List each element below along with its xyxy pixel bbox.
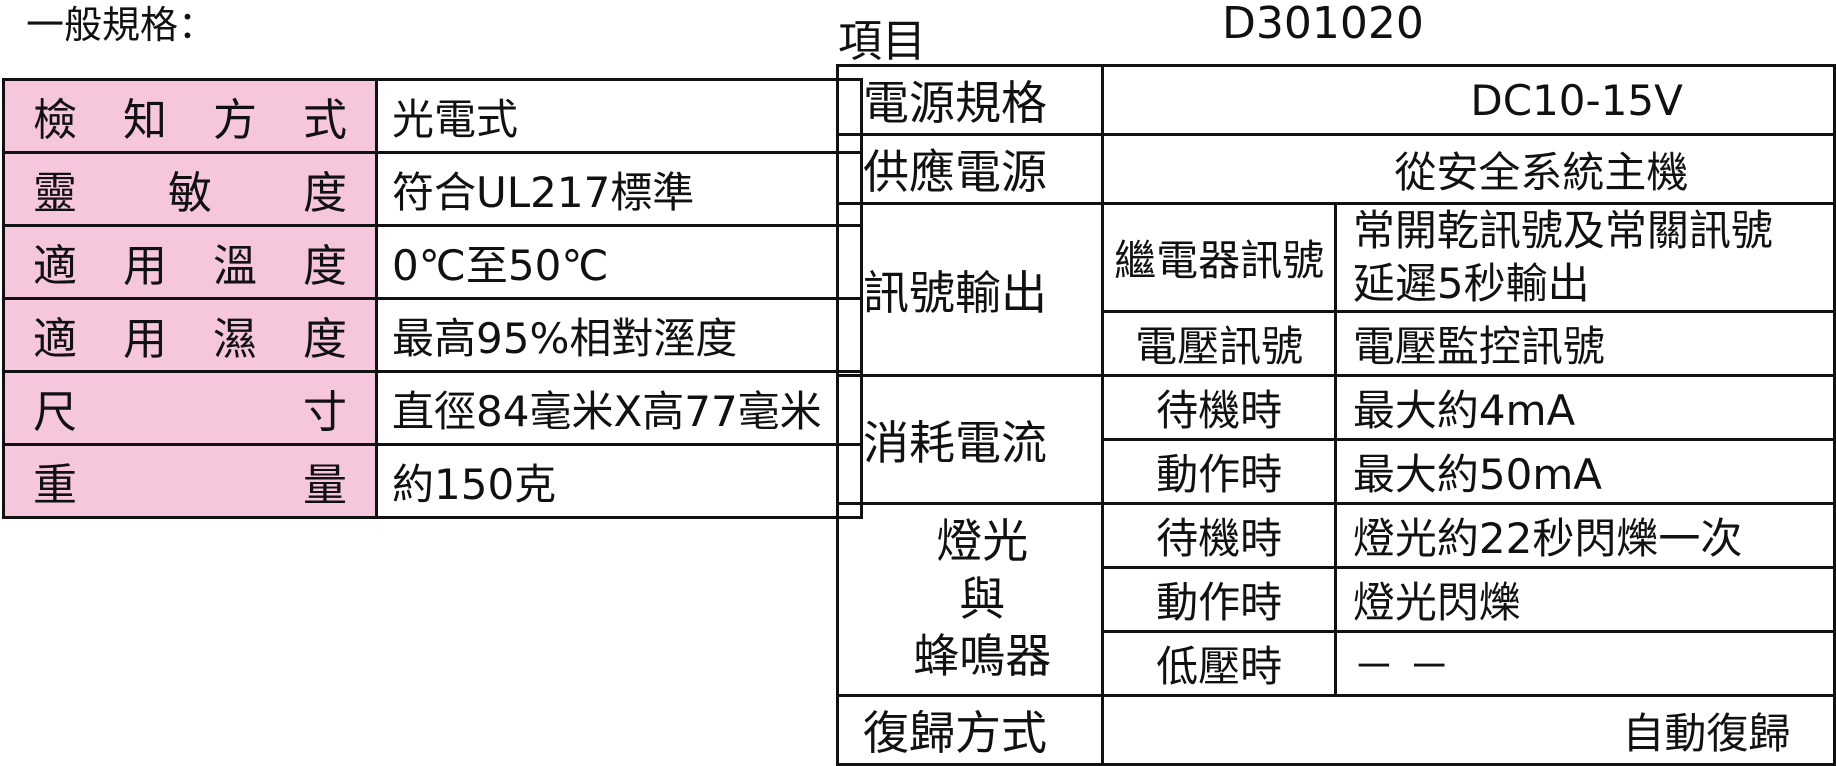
relay-value-line-1: 常開乾訊號及常關訊號 bbox=[1352, 206, 1773, 256]
active-current-value: 最大約50mA bbox=[1333, 438, 1836, 505]
general-spec-label-char: 靈 bbox=[33, 168, 77, 219]
general-spec-label-char: 濕 bbox=[213, 314, 257, 365]
general-spec-label-chars: 適用溫度 bbox=[33, 230, 347, 294]
active-label: 動作時 bbox=[1101, 438, 1337, 505]
general-spec-label: 尺寸 bbox=[2, 370, 378, 446]
standby-current-row: 消耗電流 待機時 最大約4mA bbox=[835, 374, 1836, 505]
general-spec-label-char: 度 bbox=[303, 314, 347, 365]
light-active-row: 動作時 燈光閃爍 bbox=[838, 566, 1836, 633]
relay-signal-value: 常開乾訊號及常關訊號 延遲5秒輸出 bbox=[1333, 202, 1836, 313]
low-voltage-value: － － bbox=[1333, 630, 1836, 697]
general-spec-value: 光電式 bbox=[375, 78, 863, 154]
light-standby-row: 燈光 與 蜂鳴器 待機時 燈光約22秒閃爍一次 bbox=[835, 502, 1836, 697]
general-spec-label-char: 適 bbox=[33, 314, 77, 365]
general-spec-label: 靈敏度 bbox=[2, 151, 378, 227]
model-number: D301020 bbox=[1222, 0, 1424, 49]
light-active-value: 燈光閃爍 bbox=[1333, 566, 1836, 633]
general-spec-label-char: 度 bbox=[303, 241, 347, 292]
relay-value-line-2: 延遲5秒輸出 bbox=[1352, 258, 1590, 308]
general-spec-row: 重量約150克 bbox=[2, 443, 863, 519]
voltage-row: 電壓訊號 電壓監控訊號 bbox=[838, 310, 1836, 377]
light-label-line-2: 與 bbox=[959, 571, 1006, 626]
item-header: 項目 bbox=[838, 16, 926, 67]
general-spec-label-char: 用 bbox=[123, 314, 167, 365]
general-spec-label-char: 適 bbox=[33, 241, 77, 292]
general-spec-label: 適用溫度 bbox=[2, 224, 378, 300]
general-spec-label-chars: 尺寸 bbox=[33, 376, 347, 440]
general-spec-value: 0℃至50℃ bbox=[375, 224, 863, 300]
low-voltage-row: 低壓時 － － bbox=[838, 630, 1836, 697]
general-spec-label-char: 敏 bbox=[168, 168, 212, 219]
general-spec-row: 檢知方式光電式 bbox=[2, 78, 863, 154]
supply-row: 供應電源 從安全系統主機 bbox=[835, 133, 1836, 205]
power-value: DC10-15V bbox=[1101, 64, 1836, 136]
light-buzzer-label: 燈光 與 蜂鳴器 bbox=[835, 502, 1105, 697]
general-spec-value: 符合UL217標準 bbox=[375, 151, 863, 227]
standby-label: 待機時 bbox=[1101, 374, 1337, 441]
general-spec-label-char: 量 bbox=[303, 460, 347, 511]
general-spec-label-char: 方 bbox=[213, 95, 257, 146]
general-spec-label-char: 度 bbox=[303, 168, 347, 219]
low-voltage-label: 低壓時 bbox=[1101, 630, 1337, 697]
general-spec-label: 重量 bbox=[2, 443, 378, 519]
general-spec-label-char: 重 bbox=[33, 460, 77, 511]
light-standby-label: 待機時 bbox=[1101, 502, 1337, 569]
general-spec-label-chars: 檢知方式 bbox=[33, 84, 347, 148]
standby-current-value: 最大約4mA bbox=[1333, 374, 1836, 441]
reset-row: 復歸方式 自動復歸 bbox=[835, 694, 1836, 766]
general-spec-label-chars: 重量 bbox=[33, 449, 347, 513]
detail-spec-table: 電源規格 DC10-15V 供應電源 從安全系統主機 訊號輸出 繼電器訊號 常開… bbox=[835, 64, 1836, 766]
general-spec-label-chars: 適用濕度 bbox=[33, 303, 347, 367]
reset-label: 復歸方式 bbox=[835, 694, 1105, 766]
general-spec-value: 最高95%相對溼度 bbox=[375, 297, 863, 373]
general-spec-label-char: 知 bbox=[123, 95, 167, 146]
power-row: 電源規格 DC10-15V bbox=[835, 64, 1836, 136]
reset-value: 自動復歸 bbox=[1101, 694, 1836, 766]
general-spec-label-char: 用 bbox=[123, 241, 167, 292]
general-spec-title: 一般規格： bbox=[26, 3, 217, 47]
relay-row: 訊號輸出 繼電器訊號 常開乾訊號及常關訊號 延遲5秒輸出 bbox=[835, 202, 1836, 377]
power-label: 電源規格 bbox=[835, 64, 1105, 136]
general-spec-row: 尺寸直徑84毫米X高77毫米 bbox=[2, 370, 863, 446]
signal-output-label: 訊號輸出 bbox=[835, 202, 1105, 377]
general-spec-label: 檢知方式 bbox=[2, 78, 378, 154]
general-spec-label-char: 式 bbox=[303, 95, 347, 146]
general-spec-label-char: 寸 bbox=[303, 387, 347, 438]
light-label-line-1: 燈光 bbox=[936, 514, 1029, 569]
supply-label: 供應電源 bbox=[835, 133, 1105, 205]
light-label-line-3: 蜂鳴器 bbox=[913, 629, 1052, 684]
general-spec-label-char: 尺 bbox=[33, 387, 77, 438]
relay-signal-label: 繼電器訊號 bbox=[1101, 202, 1337, 313]
general-spec-row: 適用濕度最高95%相對溼度 bbox=[2, 297, 863, 373]
supply-value: 從安全系統主機 bbox=[1101, 133, 1836, 205]
general-spec-label-char: 檢 bbox=[33, 95, 77, 146]
general-spec-label-chars: 靈敏度 bbox=[33, 157, 347, 221]
general-spec-label: 適用濕度 bbox=[2, 297, 378, 373]
general-spec-value: 直徑84毫米X高77毫米 bbox=[375, 370, 863, 446]
voltage-signal-label: 電壓訊號 bbox=[1101, 310, 1337, 377]
current-label: 消耗電流 bbox=[835, 374, 1105, 505]
general-spec-row: 適用溫度 0℃至50℃ bbox=[2, 224, 863, 300]
light-standby-value: 燈光約22秒閃爍一次 bbox=[1333, 502, 1836, 569]
general-spec-row: 靈 敏 度符合UL217標準 bbox=[2, 151, 863, 227]
active-current-row: 動作時 最大約50mA bbox=[838, 438, 1836, 505]
light-active-label: 動作時 bbox=[1101, 566, 1337, 633]
general-spec-value: 約150克 bbox=[375, 443, 863, 519]
general-spec-label-char: 溫 bbox=[213, 241, 257, 292]
voltage-signal-value: 電壓監控訊號 bbox=[1333, 310, 1836, 377]
